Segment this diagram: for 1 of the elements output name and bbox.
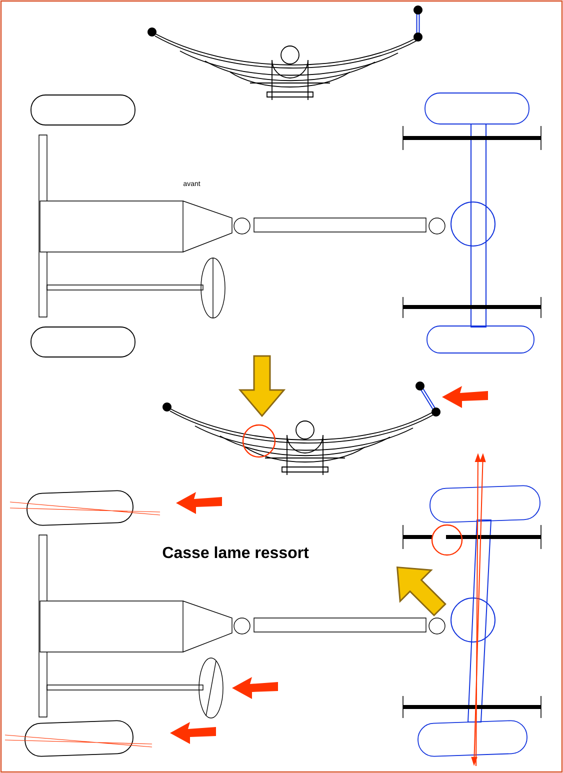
text-label: Casse lame ressort bbox=[162, 546, 309, 558]
